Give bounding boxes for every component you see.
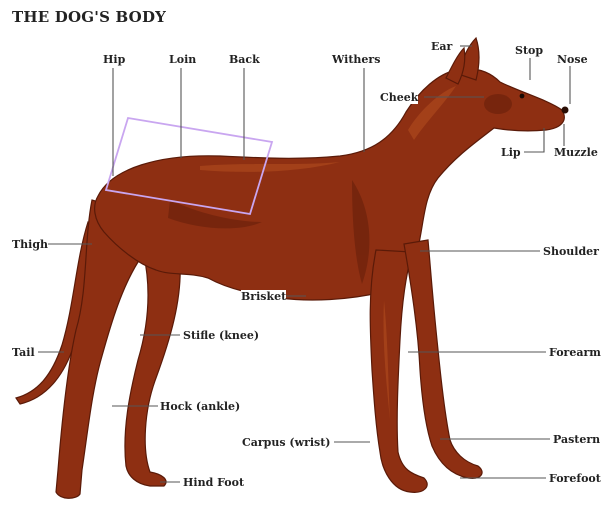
leader-lip — [524, 128, 544, 152]
label-brisket: Brisket — [241, 290, 286, 303]
label-forefoot: Forefoot — [549, 472, 601, 485]
label-carpus: Carpus (wrist) — [242, 436, 331, 449]
label-stop: Stop — [515, 44, 543, 57]
dog-hind-leg-far — [125, 240, 180, 486]
dog-eye — [520, 94, 525, 99]
dog-nose-tip — [562, 107, 569, 114]
label-cheek: Cheek — [380, 91, 418, 104]
label-ear: Ear — [431, 40, 452, 53]
label-tail: Tail — [12, 346, 35, 359]
label-thigh: Thigh — [12, 238, 48, 251]
label-hock: Hock (ankle) — [160, 400, 240, 413]
label-loin: Loin — [169, 53, 196, 66]
dog-front-leg-far — [404, 240, 482, 478]
diagram-title: THE DOG'S BODY — [12, 8, 166, 26]
label-muzzle: Muzzle — [554, 146, 598, 159]
label-withers: Withers — [332, 53, 380, 66]
dog-figure — [16, 38, 564, 498]
label-nose: Nose — [557, 53, 588, 66]
label-hind-foot: Hind Foot — [183, 476, 244, 489]
label-shoulder: Shoulder — [543, 245, 599, 258]
label-pastern: Pastern — [553, 433, 600, 446]
label-back: Back — [229, 53, 260, 66]
label-stifle: Stifle (knee) — [183, 329, 259, 342]
label-lip: Lip — [501, 146, 521, 159]
label-hip: Hip — [103, 53, 125, 66]
label-forearm: Forearm — [549, 346, 601, 359]
